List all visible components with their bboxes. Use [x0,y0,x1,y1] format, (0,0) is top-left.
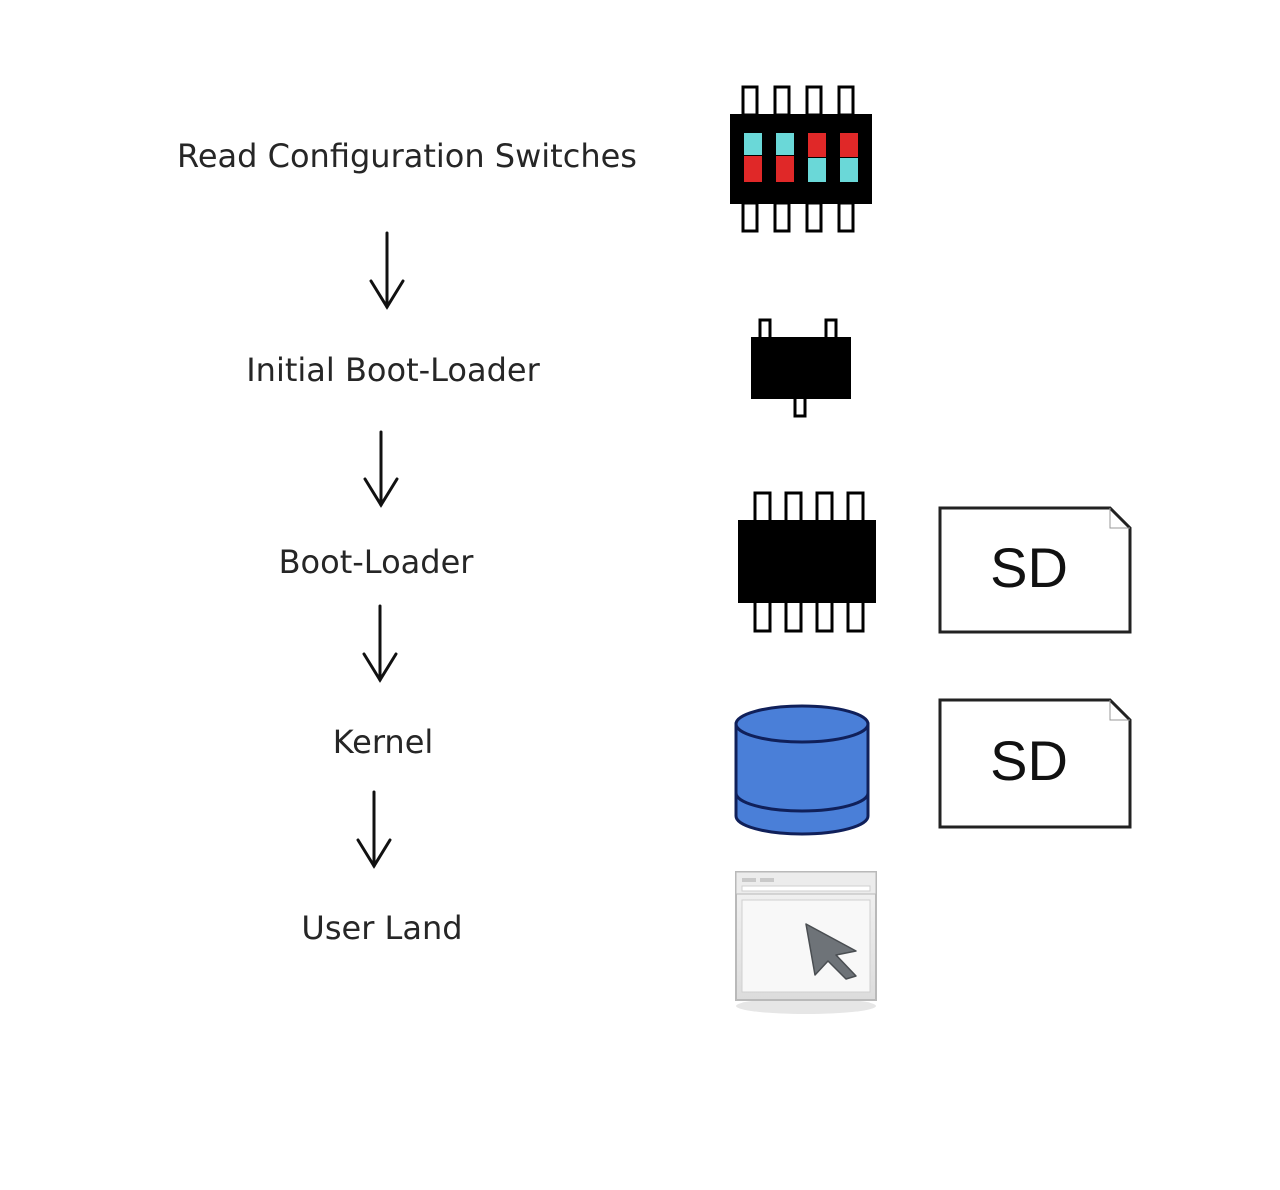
sd-card-label: SD [990,729,1068,792]
database-cylinder-icon [734,704,870,836]
arrow-down-icon [363,430,399,508]
small-chip-icon [751,318,851,418]
sd-card-label: SD [990,536,1068,599]
step-label-initial-boot-loader: Initial Boot-Loader [246,351,540,389]
step-label-boot-loader: Boot-Loader [279,543,475,581]
dip-switch-icon [730,85,872,233]
arrow-down-icon [356,790,392,869]
sd-card-icon: SD [938,506,1132,634]
step-label-user-land: User Land [301,909,462,947]
step-label-kernel: Kernel [333,723,434,761]
eight-pin-chip-icon [738,491,876,633]
sd-card-icon: SD [938,698,1132,829]
browser-window-cursor-icon [735,871,877,1014]
arrow-down-icon [369,231,405,310]
step-label-read-config-switches: Read Configuration Switches [177,137,637,175]
arrow-down-icon [362,604,398,683]
